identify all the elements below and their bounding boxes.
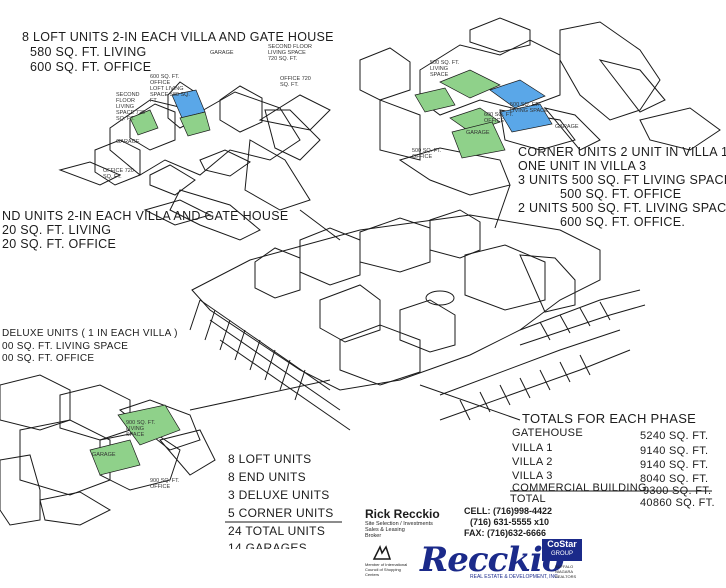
totals-row-value: 9300 SQ. FT. [643, 485, 712, 497]
costar-logo: CoStar GROUP [542, 539, 582, 561]
costar-logo-bottom: GROUP [550, 551, 573, 557]
totals-row-name: VILLA 1 [512, 442, 553, 454]
totals-row-name: COMMERCIAL BUILDING [512, 482, 647, 494]
count-loft: 8 LOFT UNITS [228, 452, 312, 466]
loft-living-label: LOFT LIVING SPACE 580 SQ. FT. [150, 86, 190, 104]
deluxe-units-office: 00 SQ. FT. OFFICE [2, 353, 95, 364]
recckio-logo: Recckio [420, 540, 564, 580]
office-label-tr-bl: 500 SQ. FT. OFFICE [412, 148, 442, 160]
corner-units-line4: 500 SQ. FT. OFFICE [560, 187, 682, 201]
count-deluxe: 3 DELUXE UNITS [228, 488, 330, 502]
deluxe-units-heading: DELUXE UNITS ( 1 IN EACH VILLA ) [2, 328, 178, 339]
deluxe-units-living: 00 SQ. FT. LIVING SPACE [2, 341, 129, 352]
count-corner: 5 CORNER UNITS [228, 506, 334, 520]
totals-row-name: GATEHOUSE [512, 427, 583, 439]
totals-total-value: 40860 SQ. FT. [640, 497, 715, 509]
loft-living-text: 580 SQ. FT. LIVING [30, 45, 147, 59]
corner-units-line6: 600 SQ. FT. OFFICE. [560, 215, 686, 229]
agent-title1: Site Selection / Investments [365, 521, 433, 527]
icsc-caption: Member of International Council of Shopp… [365, 562, 408, 577]
totals-total-label: TOTAL [510, 493, 546, 505]
count-garages: 14 GARAGES [228, 541, 308, 549]
totals-row-name: VILLA 2 [512, 456, 553, 468]
loft-office-label: 600 SQ. FT. OFFICE [150, 74, 180, 86]
corner-units-line3: 3 UNITS 500 SQ. FT LIVING SPACE [518, 173, 726, 187]
totals-row-name: VILLA 3 [512, 470, 553, 482]
living-label-tr-mid: 500 SQ. FT. LIVING SPACE [510, 102, 548, 114]
second-floor-label-left: SECOND FLOOR LIVING SPACE 720 SQ. FT. [116, 92, 145, 122]
corner-units-line5: 2 UNITS 500 SQ. FT. LIVING SPACE [518, 201, 726, 215]
agent-title2: Sales & Leasing [365, 527, 405, 533]
costar-logo-top: CoStar [547, 539, 577, 549]
agent-phone: (716) 631-5555 x10 [470, 517, 550, 527]
garage-label-tl: GARAGE [116, 139, 140, 145]
agent-fax: FAX: (716)632-6666 [464, 528, 547, 538]
office-label-bottom: OFFICE 720 SQ. FT. [103, 168, 134, 180]
end-units-living: 20 SQ. FT. LIVING [2, 223, 112, 237]
corner-units-line1: CORNER UNITS 2 UNIT IN VILLA 1 & 2 [518, 145, 726, 159]
deluxe-garage-label: GARAGE [92, 452, 116, 458]
recckio-logo-sub: REAL ESTATE & DEVELOPMENT, INC. [470, 574, 560, 580]
totals-row-value: 8040 SQ. FT. [640, 473, 709, 485]
count-end: 8 END UNITS [228, 470, 306, 484]
second-floor-label-top: SECOND FLOOR LIVING SPACE 720 SQ. FT. [268, 44, 313, 62]
end-units-heading: ND UNITS 2-IN EACH VILLA AND GATE HOUSE [2, 209, 289, 223]
living-label-tr-top: 500 SQ. FT. LIVING SPACE [430, 60, 460, 78]
office-label-right: OFFICE 720 SQ. FT. [280, 76, 311, 88]
realtors-caption: BUFFALO NIAGARA REALTORS [555, 564, 577, 579]
loft-units-heading: 8 LOFT UNITS 2-IN EACH VILLA AND GATE HO… [22, 30, 334, 44]
garage-label-tr-right: GARAGE [555, 124, 579, 130]
totals-heading: TOTALS FOR EACH PHASE [522, 411, 697, 426]
end-units-office: 20 SQ. FT. OFFICE [2, 237, 117, 251]
totals-row-value: 9140 SQ. FT. [640, 459, 709, 471]
corner-units-line2: ONE UNIT IN VILLA 3 [518, 159, 647, 173]
loft-office-text: 600 SQ. FT. OFFICE [30, 60, 152, 74]
agent-name: Rick Recckio [365, 507, 440, 521]
office-label-tr-mid: 600 SQ. FT. OFFICE [484, 112, 514, 124]
agent-title3: Broker [365, 533, 382, 539]
deluxe-office-label: 900 SQ. FT. OFFICE [150, 478, 180, 490]
totals-row-value: 9140 SQ. FT. [640, 445, 709, 457]
count-total: 24 TOTAL UNITS [228, 524, 326, 538]
agent-cell: CELL: (716)998-4422 [464, 506, 553, 516]
totals-row-value: 5240 SQ. FT. [640, 430, 709, 442]
garage-label-tr-left: GARAGE [466, 130, 490, 136]
deluxe-living-label: 900 SQ. FT. LIVING SPACE [126, 420, 156, 438]
icsc-logo [372, 545, 392, 560]
garage-label-tl2: GARAGE [210, 50, 234, 56]
